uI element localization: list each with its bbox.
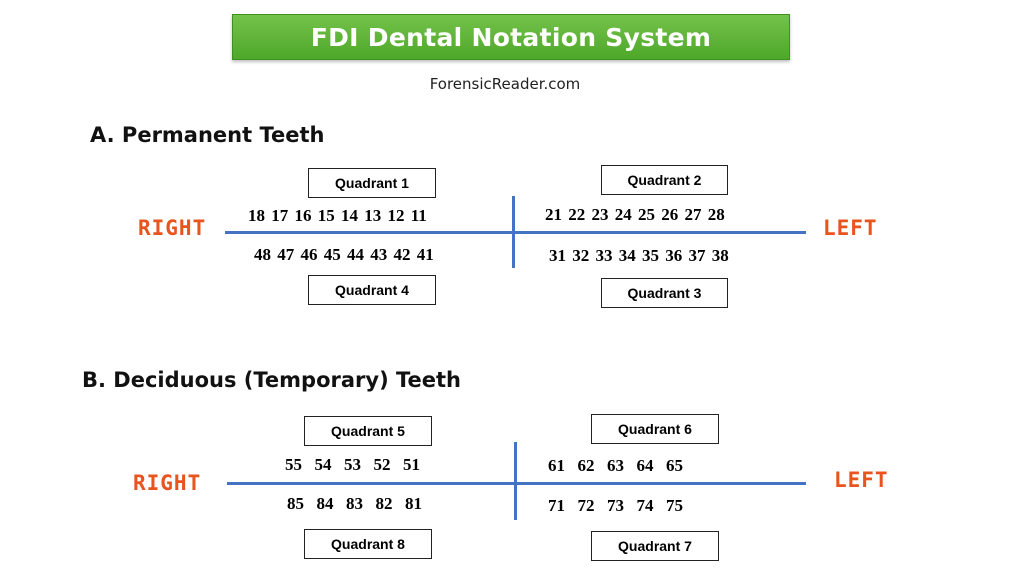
teeth-upper-left-permanent: 21 22 23 24 25 26 27 28 xyxy=(545,205,725,224)
quadrant-5-box: Quadrant 5 xyxy=(304,416,432,446)
quadrant-4-box: Quadrant 4 xyxy=(308,275,436,305)
quadrant-2-box: Quadrant 2 xyxy=(601,165,728,195)
quadrant-6-box: Quadrant 6 xyxy=(591,414,719,444)
teeth-upper-right-deciduous: 55 54 53 52 51 xyxy=(285,455,420,474)
permanent-left-label: LEFT xyxy=(823,216,878,240)
permanent-vertical-axis xyxy=(512,196,515,268)
teeth-upper-right-permanent: 18 17 16 15 14 13 12 11 xyxy=(248,206,427,225)
deciduous-right-label: RIGHT xyxy=(133,471,202,495)
title-banner: FDI Dental Notation System xyxy=(232,14,790,60)
teeth-lower-right-permanent: 48 47 46 45 44 43 42 41 xyxy=(254,245,434,264)
permanent-section-title: A. Permanent Teeth xyxy=(90,123,325,147)
teeth-lower-right-deciduous: 85 84 83 82 81 xyxy=(287,494,422,513)
deciduous-left-label: LEFT xyxy=(834,468,889,492)
quadrant-1-box: Quadrant 1 xyxy=(308,168,436,198)
teeth-lower-left-deciduous: 71 72 73 74 75 xyxy=(548,496,683,515)
deciduous-vertical-axis xyxy=(514,442,517,520)
permanent-horizontal-axis xyxy=(225,231,806,234)
source-credit: ForensicReader.com xyxy=(429,75,581,93)
teeth-lower-left-permanent: 31 32 33 34 35 36 37 38 xyxy=(549,246,729,265)
quadrant-7-box: Quadrant 7 xyxy=(591,531,719,561)
quadrant-3-box: Quadrant 3 xyxy=(601,278,728,308)
permanent-right-label: RIGHT xyxy=(138,216,207,240)
page-title: FDI Dental Notation System xyxy=(310,22,712,52)
deciduous-section-title: B. Deciduous (Temporary) Teeth xyxy=(82,368,461,392)
quadrant-8-box: Quadrant 8 xyxy=(304,529,432,559)
teeth-upper-left-deciduous: 61 62 63 64 65 xyxy=(548,456,683,475)
